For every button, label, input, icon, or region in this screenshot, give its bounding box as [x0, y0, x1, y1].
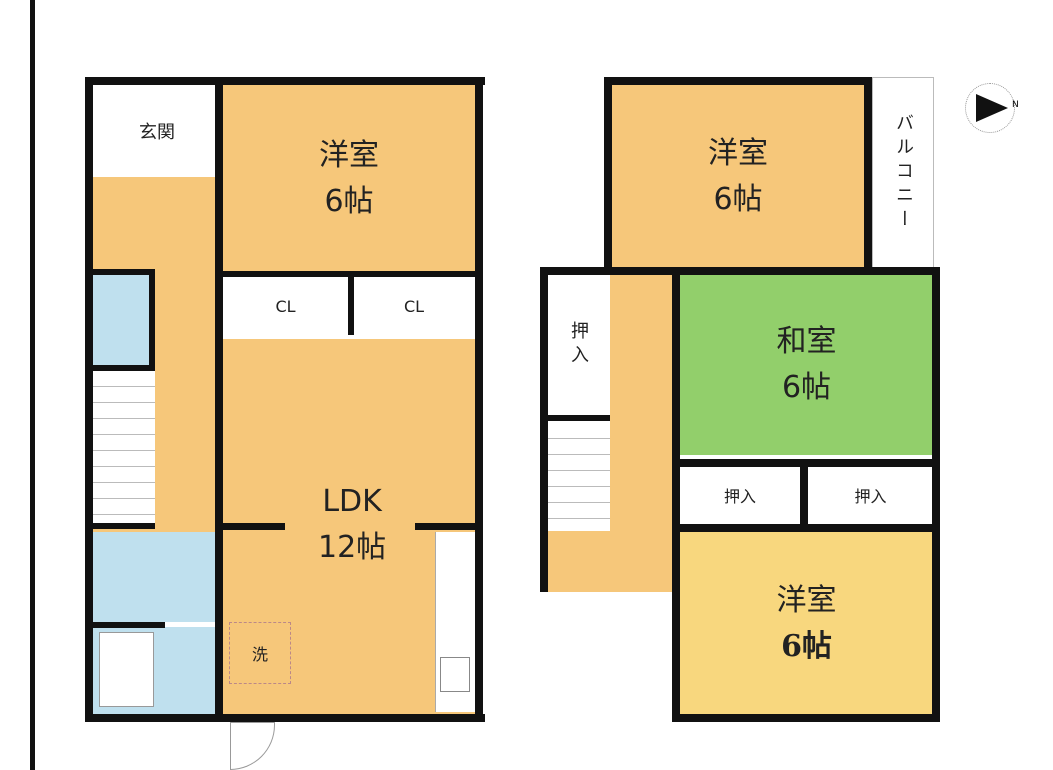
wall [215, 77, 223, 722]
closet-label: 押入 [854, 486, 887, 506]
entrance: 玄関 [93, 85, 221, 177]
compass: N [965, 83, 1019, 133]
balcony: バルコニー [872, 77, 934, 269]
bathtub [99, 632, 154, 707]
wall [540, 267, 548, 592]
wall [85, 523, 155, 529]
wall [672, 714, 940, 722]
closet-label: CL [403, 296, 425, 316]
entrance-label: 玄関 [139, 122, 175, 143]
entry-door[interactable] [230, 722, 275, 770]
wall [672, 267, 680, 722]
wall [85, 77, 93, 722]
closet-label: 押入 [568, 321, 589, 369]
balcony-label: バルコニー [893, 113, 914, 233]
western-room-2f-top: 洋室 6帖 [612, 85, 864, 268]
laundry-area: 洗 [229, 622, 291, 684]
room-label: 洋室 [776, 582, 837, 618]
closet-mid-right: 押入 [808, 467, 933, 522]
compass-label: N [1012, 100, 1019, 110]
wall [604, 77, 612, 275]
hallway-2f-bottom [548, 527, 672, 592]
wall [85, 77, 485, 85]
western-room-2f-bottom: 洋室 6帖 [680, 532, 933, 715]
washroom [93, 532, 221, 622]
western-room-1f: 洋室 6帖 [223, 85, 475, 273]
toilet [93, 273, 153, 365]
wall [223, 523, 285, 530]
wall [864, 77, 872, 275]
wall [540, 267, 940, 275]
room-label: 和室 [776, 324, 837, 359]
closet-left: CL [223, 277, 348, 335]
closet-label: 押入 [723, 486, 756, 506]
stove-icon [440, 657, 470, 692]
wall [475, 77, 483, 722]
page-border-line [30, 0, 35, 770]
wall [85, 622, 165, 628]
wall [149, 269, 155, 369]
room-size: 6帖 [781, 628, 832, 664]
wall [932, 267, 940, 722]
wall [415, 523, 475, 530]
stairs-1f [93, 371, 155, 526]
japanese-room: 和室 6帖 [680, 275, 933, 455]
ldk-label: LDK [322, 484, 382, 519]
wall [800, 459, 808, 529]
wall [604, 77, 866, 85]
stairs-2f [548, 423, 610, 531]
ldk-size: 12帖 [318, 530, 387, 565]
laundry-label: 洗 [251, 645, 268, 664]
room-size: 6帖 [713, 181, 763, 217]
closet-label: CL [275, 296, 296, 316]
wall [348, 271, 354, 335]
room-label: 洋室 [319, 138, 379, 173]
closet-mid-left: 押入 [680, 467, 800, 522]
closet-side: 押入 [548, 275, 608, 415]
room-size: 6帖 [324, 184, 374, 219]
closet-right: CL [353, 277, 475, 335]
wall [85, 269, 155, 275]
room-size: 6帖 [781, 370, 832, 405]
room-label: 洋室 [708, 135, 768, 171]
wall [85, 365, 155, 371]
floor1-plan: 玄関 洋室 6帖 CL CL LDK 12帖 洗 [85, 77, 485, 770]
wall [540, 415, 610, 421]
north-arrow-icon [976, 94, 1008, 122]
floor2-plan: 洋室 6帖 バルコニー 押入 和室 6帖 押入 押入 洋室 6帖 [540, 77, 940, 722]
wall [85, 714, 485, 722]
